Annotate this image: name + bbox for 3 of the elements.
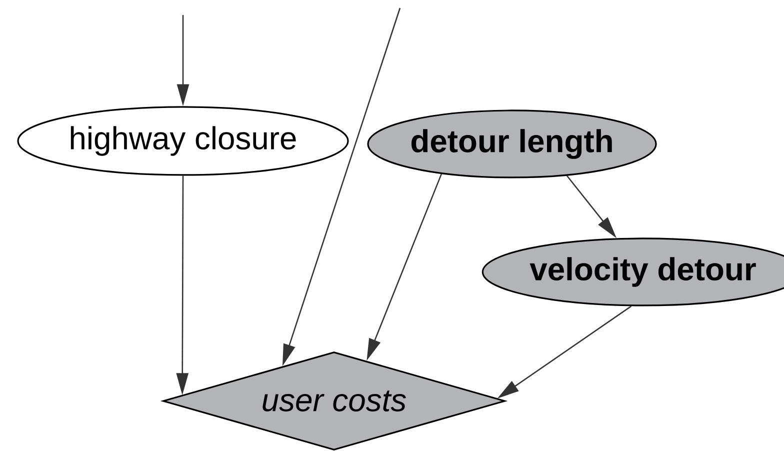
oval-node: detour length (367, 110, 657, 178)
oval-node: velocity detour (482, 238, 784, 306)
oval-node: highway closure (17, 106, 349, 176)
